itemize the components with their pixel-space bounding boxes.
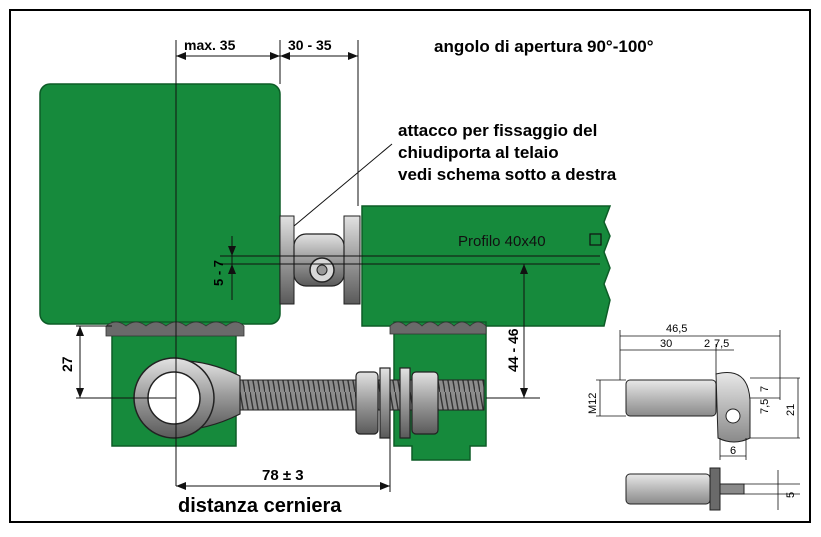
label-hinge-distance: distanza cerniera [178, 495, 342, 517]
detail-7-5-top: 7,5 [714, 338, 729, 350]
label-78: 78 ± 3 [262, 467, 304, 484]
detail-30: 30 [660, 338, 672, 350]
dimension-lines [76, 40, 600, 492]
weld-bead-right [389, 321, 487, 335]
detail-pin-head [715, 372, 751, 443]
detail-6: 6 [730, 445, 736, 457]
label-attachment-2: chiudiporta al telaio [398, 143, 559, 162]
threaded-rod [239, 379, 365, 411]
label-opening-angle: angolo di apertura 90°-100° [434, 37, 654, 56]
detail-21: 21 [785, 404, 797, 416]
washer-1 [379, 367, 391, 439]
attachment-plate-right [343, 215, 361, 305]
detail-pin-body [625, 379, 717, 417]
drawing-frame [9, 9, 811, 523]
detail-drawing: 46,5 30 2 7,5 M12 7 7,5 21 6 5 [587, 323, 800, 511]
label-27: 27 [59, 356, 75, 372]
attachment-plate-left [279, 215, 295, 305]
door-block [39, 83, 281, 325]
label-attachment-3: vedi schema sotto a destra [398, 165, 617, 184]
detail-5: 5 [785, 492, 797, 498]
label-profile: Profilo 40x40 [458, 233, 546, 250]
detail-m12: M12 [587, 393, 599, 414]
label-max-35: max. 35 [184, 37, 236, 53]
detail-7: 7 [759, 386, 771, 392]
frame-profile [361, 205, 612, 327]
nut-1 [355, 371, 379, 435]
detail-7-5-side: 7,5 [759, 399, 771, 414]
square-profile-icon [589, 233, 602, 246]
weld-bead-left [105, 321, 245, 337]
label-5-7: 5 - 7 [211, 260, 226, 286]
detail-pin-top-view [625, 473, 711, 505]
label-44-46: 44 - 46 [505, 328, 521, 372]
washer-2 [399, 367, 411, 439]
nut-2 [411, 371, 439, 435]
dimension-arrows [76, 52, 528, 490]
detail-46-5: 46,5 [666, 323, 687, 335]
label-30-35: 30 - 35 [288, 37, 332, 53]
detail-2: 2 [704, 338, 710, 350]
label-attachment-1: attacco per fissaggio del [398, 121, 597, 140]
